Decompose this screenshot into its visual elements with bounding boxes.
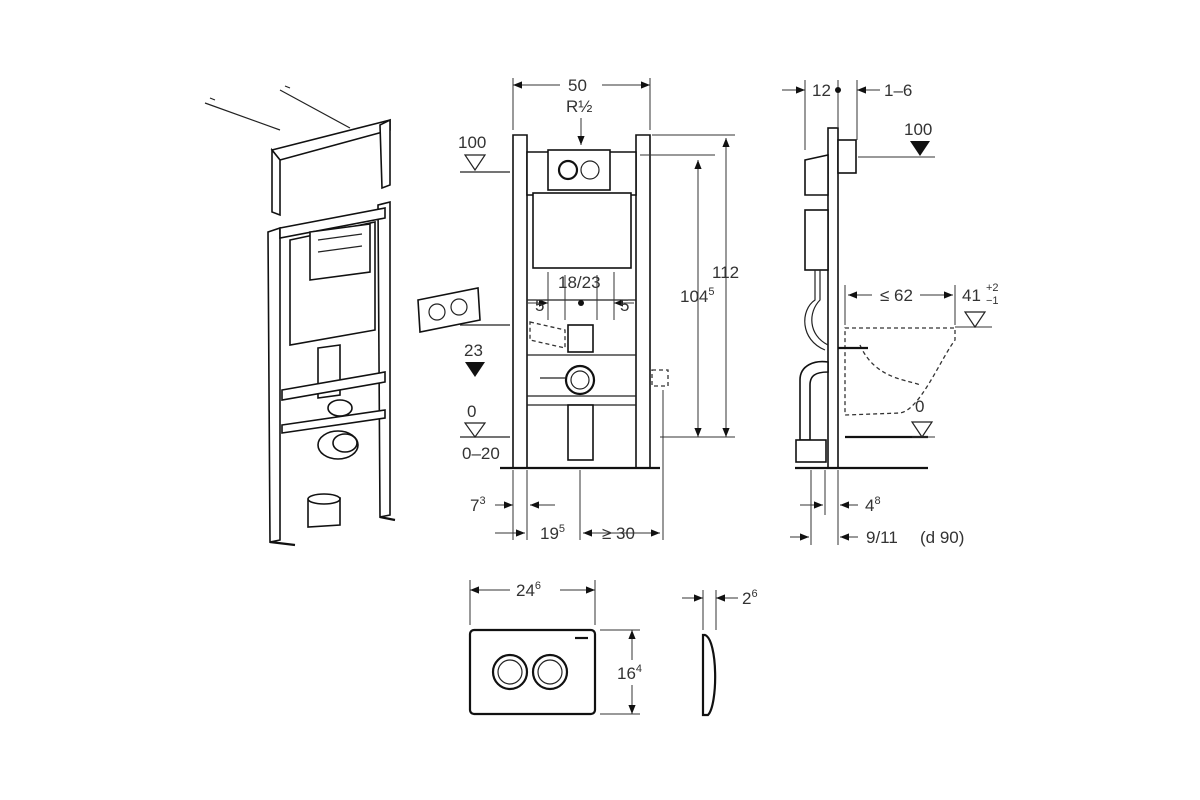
leg-offset-label: 73 [470, 495, 486, 515]
offset-left-label: 5 [535, 296, 544, 315]
level-0-label: 0 [467, 402, 476, 421]
front-view-drawing [460, 134, 669, 470]
wall-range-label: 9/11 [866, 528, 898, 547]
seat-tolerance-minus: −1 [986, 295, 999, 307]
front-view-dimensions: 50 R½ 100 23 0 0–20 18/23 5 5 1045 112 7… [458, 76, 739, 543]
offset-right-label: 5 [620, 296, 629, 315]
height-inner-label: 1045 [680, 286, 715, 306]
depth-label: 12 [812, 81, 831, 100]
plate-width-label: 246 [516, 580, 541, 600]
seat-tolerance-plus: +2 [986, 282, 999, 294]
level-100-label: 100 [458, 133, 486, 152]
level-23-label: 23 [464, 341, 483, 360]
flush-plate-dimensions: 246 164 26 [469, 580, 758, 715]
perspective-frame-illustration [204, 85, 481, 547]
width-label: 50 [568, 76, 587, 95]
height-total-label: 112 [712, 263, 739, 282]
spacing-label: 18/23 [558, 273, 601, 292]
side-level-0-label: 0 [915, 397, 924, 416]
flush-plate-drawing [468, 628, 717, 717]
side-view-dimensions: 12 1–6 100 ≤ 62 41 +2 −1 0 48 9/11 (d 90… [782, 80, 999, 547]
plate-thickness-label: 26 [742, 588, 758, 608]
pipe-diameter-label: (d 90) [920, 528, 964, 547]
drain-offset-label: 195 [540, 523, 565, 543]
min-clearance-label: ≥ 30 [602, 524, 635, 543]
side-level-100-label: 100 [904, 120, 932, 139]
plate-gap-label: 1–6 [884, 81, 912, 100]
floor-range-label: 0–20 [462, 444, 500, 463]
side-view-drawing [795, 127, 956, 470]
plate-height-label: 164 [617, 663, 642, 683]
seat-height-label: 41 [962, 286, 981, 305]
supply-label: R½ [566, 97, 592, 116]
pipe-offset-label: 48 [865, 495, 881, 515]
max-projection-label: ≤ 62 [880, 286, 913, 305]
